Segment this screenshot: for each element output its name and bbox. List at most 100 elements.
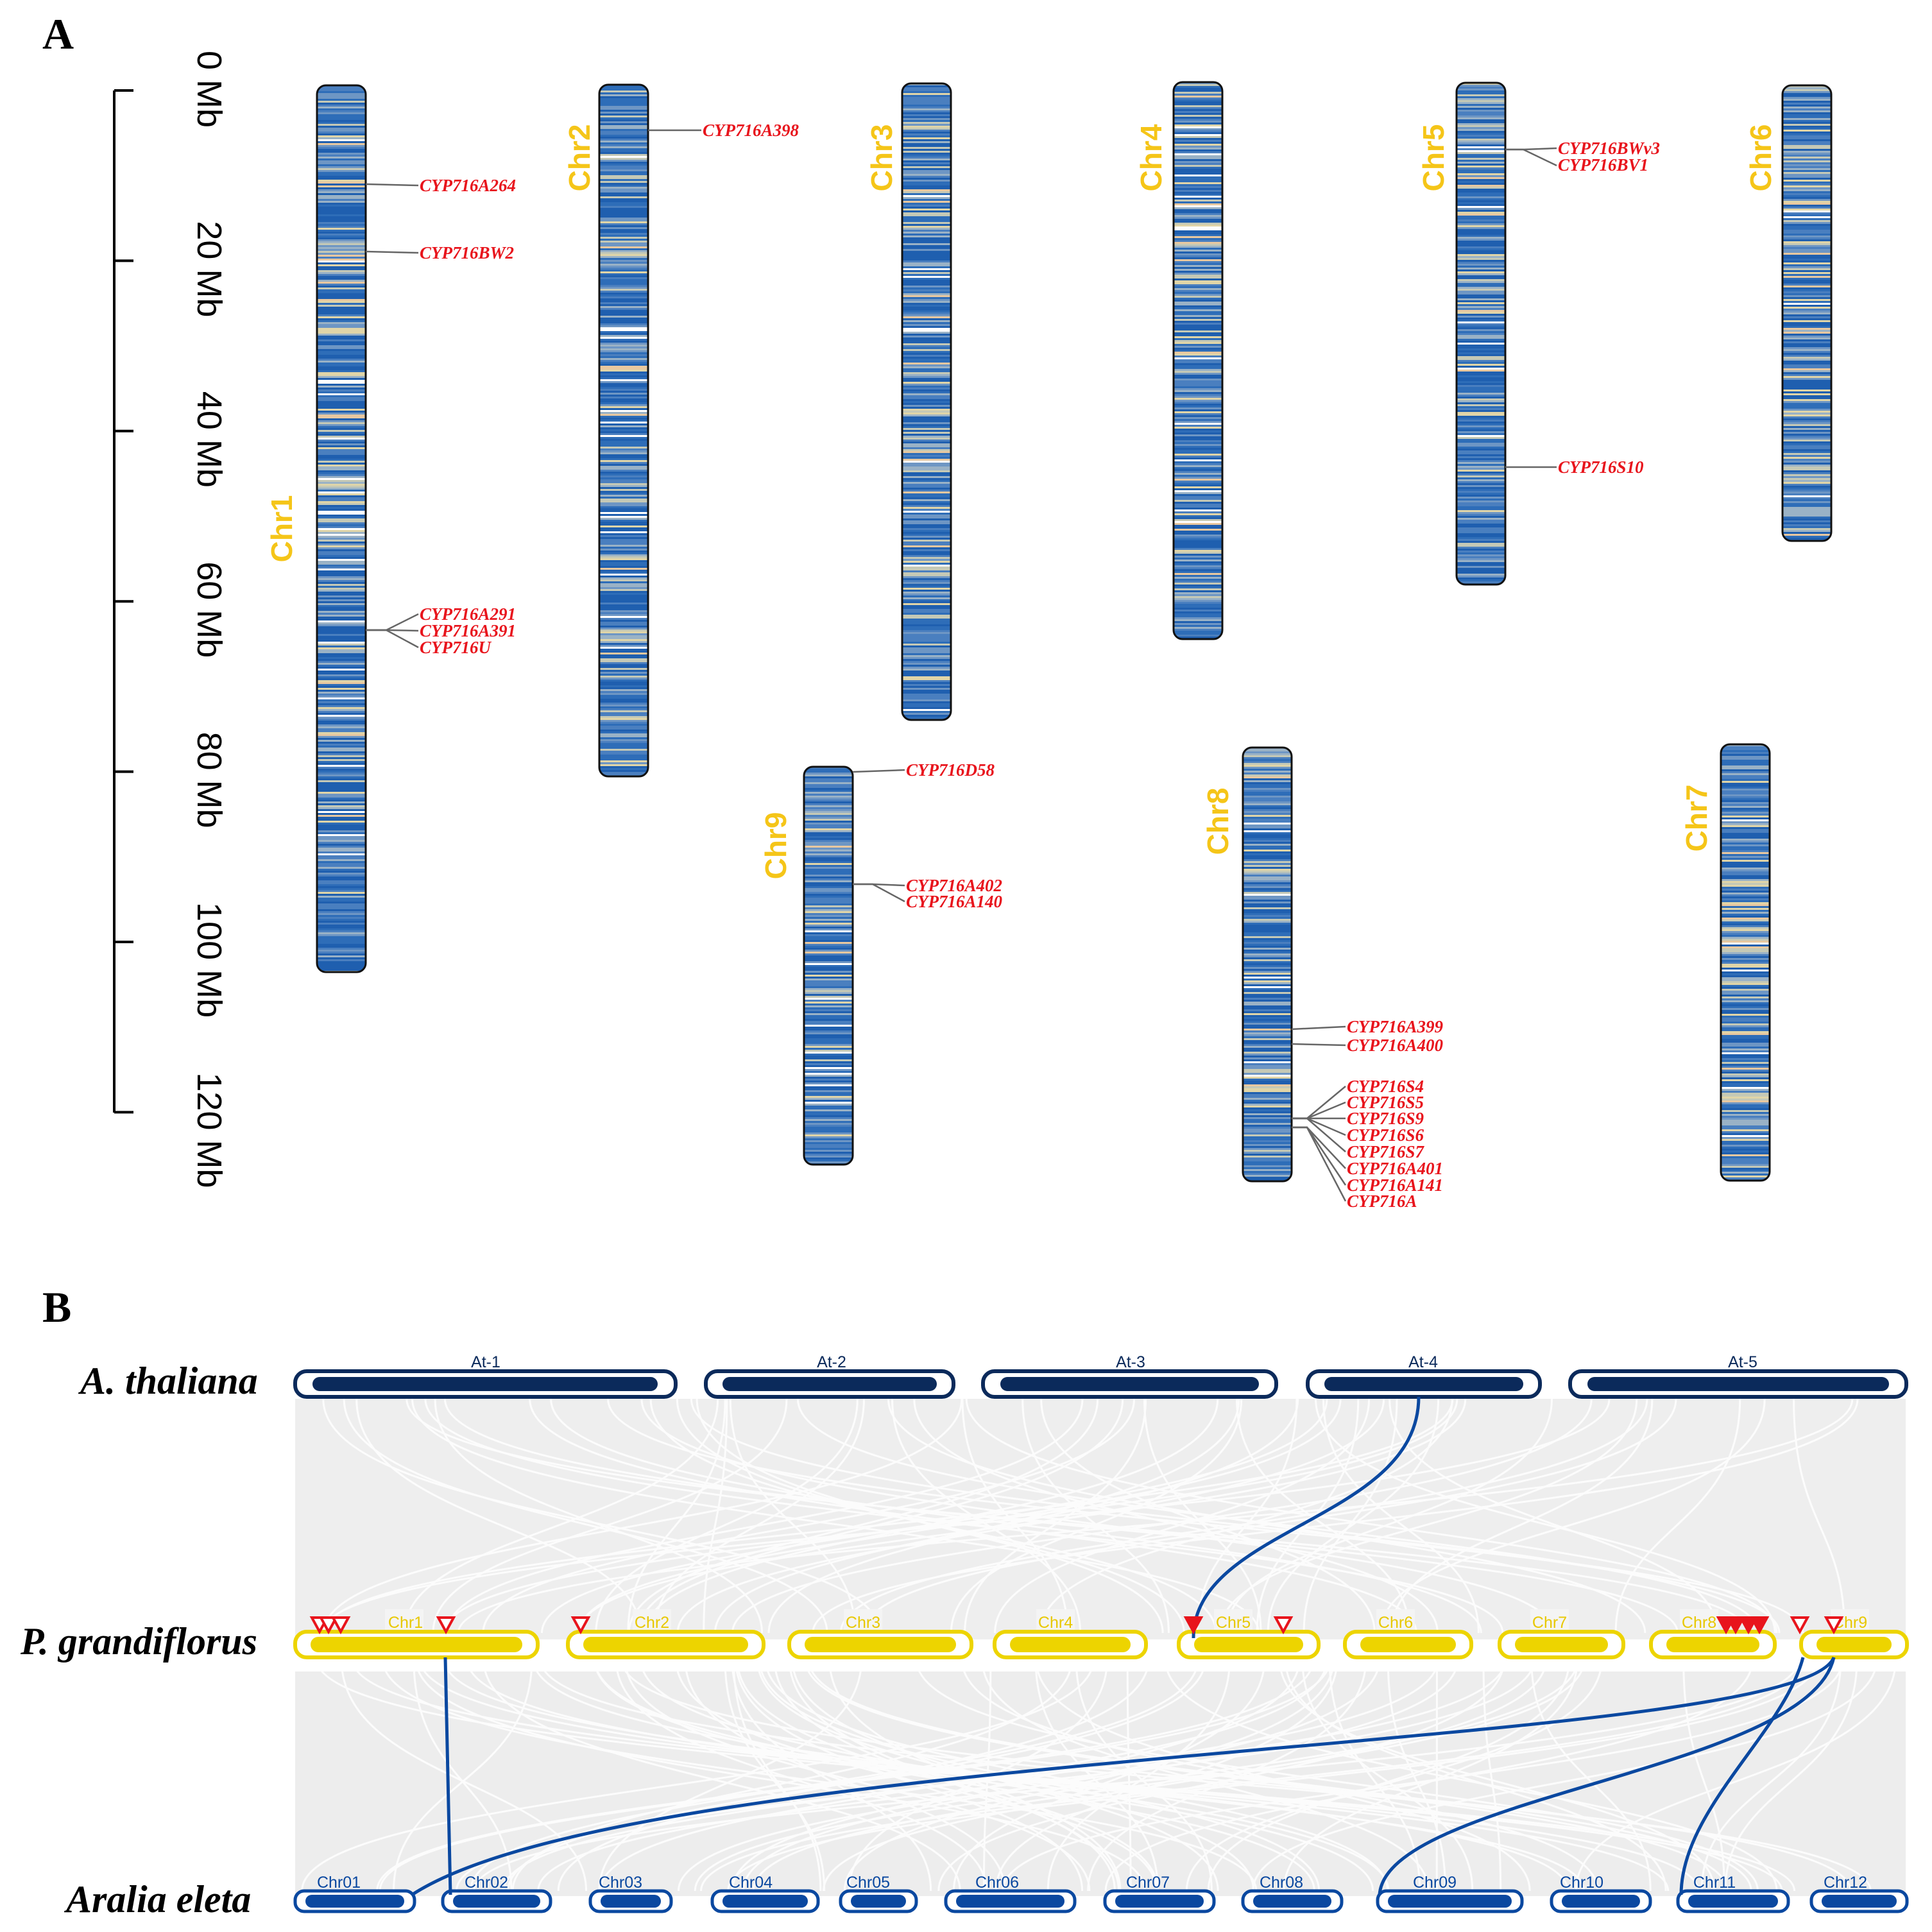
chr-label-pg-chr4: Chr4 [1038, 1614, 1073, 1632]
chromosome-pg-chr1: Chr1 [293, 1609, 540, 1659]
chromosome-ae-chr05: Chr05 [839, 1874, 918, 1913]
link-chr9-chr01 [411, 1657, 1836, 1897]
chromosome-at-5: At-5 [1568, 1353, 1908, 1399]
chromosome-pg-chr2: Chr2 [566, 1609, 765, 1659]
chr-label-pg-chr2: Chr2 [635, 1614, 669, 1632]
bottom-chromosomes: Chr01 Chr02 Chr03 Chr04 Chr05 [293, 1874, 1909, 1913]
species-label-top: A. thaliana [78, 1360, 258, 1402]
chr-label-ae-chr01: Chr01 [317, 1874, 361, 1892]
chr-label-pg-chr8: Chr8 [1682, 1614, 1716, 1632]
scale-tick-label: 40 Mb [190, 391, 228, 488]
chromosome-pg-chr4: Chr4 [993, 1609, 1148, 1659]
gene-label: CYP716A402 [906, 876, 1002, 895]
gene-leader-lines [365, 129, 1557, 1202]
chromosome-chr4: Chr4 [1134, 81, 1224, 640]
chromosome-ae-chr02: Chr02 [441, 1874, 552, 1913]
chromosome-chr5: Chr5 [1417, 81, 1507, 586]
chromosome-at-2: At-2 [704, 1353, 955, 1399]
gene-marker-icon [1790, 1616, 1810, 1635]
chromosome-chr3: Chr3 [865, 82, 952, 721]
link-chr9-chr11 [1679, 1657, 1805, 1895]
gene-label: CYP716S7 [1347, 1142, 1425, 1161]
chromosome-pg-chr7: Chr7 [1498, 1609, 1625, 1659]
chr-label-ae-chr07: Chr07 [1126, 1874, 1170, 1892]
chr-label-ae-chr03: Chr03 [599, 1874, 642, 1892]
scale-tick-label: 120 Mb [190, 1072, 228, 1188]
gene-label: CYP716A [1347, 1192, 1417, 1211]
chr5-label: Chr5 [1417, 124, 1450, 192]
gene-label: CYP716A398 [703, 121, 799, 140]
chr-label-ae-chr08: Chr08 [1260, 1874, 1303, 1892]
chr7-label: Chr7 [1680, 785, 1713, 852]
chr-label-at-1: At-1 [471, 1353, 500, 1371]
chromosome-ae-chr01: Chr01 [293, 1874, 416, 1913]
highlighted-synteny-links [411, 1396, 1836, 1897]
species-label-bottom: Aralia eleta [64, 1878, 251, 1920]
link-chr1-chr02 [443, 1657, 452, 1895]
gene-label: CYP716S9 [1347, 1109, 1424, 1128]
chr6-label: Chr6 [1744, 124, 1777, 192]
gene-label: CYP716A141 [1347, 1175, 1443, 1195]
chr-label-pg-chr5: Chr5 [1216, 1614, 1251, 1632]
chr-label-ae-chr04: Chr04 [729, 1874, 773, 1892]
gene-labels: CYP716A264 CYP716BW2 CYP716A291 CYP716A3… [420, 121, 1660, 1211]
chromosome-ae-chr07: Chr07 [1103, 1874, 1216, 1913]
gene-marker-icon [1749, 1616, 1770, 1635]
gene-label: CYP716S10 [1558, 457, 1644, 477]
chr-label-at-2: At-2 [817, 1353, 846, 1371]
gene-label: CYP716S6 [1347, 1125, 1424, 1145]
scale-tick-label: 60 Mb [190, 561, 228, 658]
gene-label: CYP716A400 [1347, 1036, 1444, 1055]
scale-tick-label: 80 Mb [190, 732, 228, 828]
chr4-label: Chr4 [1134, 124, 1168, 191]
gene-label: CYP716A391 [420, 621, 516, 640]
gene-markers [309, 1616, 1844, 1635]
species-label-middle: P. grandiflorus [20, 1620, 257, 1663]
panel-b: B A. thaliana P. grandiflorus Aralia ele… [20, 1283, 1909, 1920]
chr-label-pg-chr6: Chr6 [1378, 1614, 1413, 1632]
chromosome-at-3: At-3 [981, 1353, 1278, 1399]
chr-label-at-5: At-5 [1728, 1353, 1757, 1371]
chromosome-chr1: Chr1 [265, 84, 367, 973]
chr-label-ae-chr06: Chr06 [975, 1874, 1019, 1892]
chr-label-at-3: At-3 [1116, 1353, 1145, 1371]
chr2-label: Chr2 [563, 124, 596, 192]
chromosome-chr7: Chr7 [1680, 743, 1771, 1182]
gene-marker-icon [330, 1616, 351, 1635]
link-chr9-chr09 [1378, 1657, 1836, 1895]
gene-label: CYP716A399 [1347, 1017, 1444, 1036]
gene-marker-icon [436, 1616, 456, 1635]
chr-label-at-4: At-4 [1408, 1353, 1438, 1371]
top-chromosomes: At-1 At-2 At-3 At-4 At-5 [293, 1353, 1908, 1399]
gene-marker-icon [1824, 1616, 1844, 1635]
gene-label: CYP716D58 [906, 760, 995, 780]
chr-label-ae-chr10: Chr10 [1560, 1874, 1603, 1892]
chromosome-ae-chr12: Chr12 [1809, 1874, 1909, 1913]
gene-label: CYP716A291 [420, 604, 516, 624]
gene-marker-icon [1273, 1616, 1294, 1635]
gene-label: CYP716BW2 [420, 243, 514, 262]
gene-marker-icon [1725, 1616, 1746, 1635]
gene-marker-icon [318, 1616, 339, 1635]
chromosome-pg-chr6: Chr6 [1343, 1609, 1473, 1659]
chr-label-pg-chr7: Chr7 [1532, 1614, 1567, 1632]
chromosome-ae-chr06: Chr06 [944, 1874, 1077, 1913]
scale-tick-label: 0 Mb [190, 51, 228, 128]
gene-label: CYP716S4 [1347, 1077, 1424, 1096]
gene-label: CYP716A401 [1347, 1159, 1443, 1178]
chromosome-chr6: Chr6 [1744, 84, 1833, 542]
chromosome-chr9: Chr9 [759, 765, 854, 1166]
chromosome-ae-chr10: Chr10 [1550, 1874, 1652, 1913]
chr-label-ae-chr11: Chr11 [1693, 1874, 1736, 1892]
link-at4-chr5 [1192, 1396, 1421, 1639]
chr-label-pg-chr3: Chr3 [846, 1614, 880, 1632]
chromosome-ae-chr09: Chr09 [1376, 1874, 1524, 1913]
chromosome-chr8: Chr8 [1201, 746, 1293, 1183]
background-synteny-links [295, 1398, 1906, 1896]
gene-label: CYP716A264 [420, 176, 516, 195]
gene-label: CYP716S5 [1347, 1093, 1424, 1112]
chromosome-pg-chr3: Chr3 [787, 1609, 973, 1659]
